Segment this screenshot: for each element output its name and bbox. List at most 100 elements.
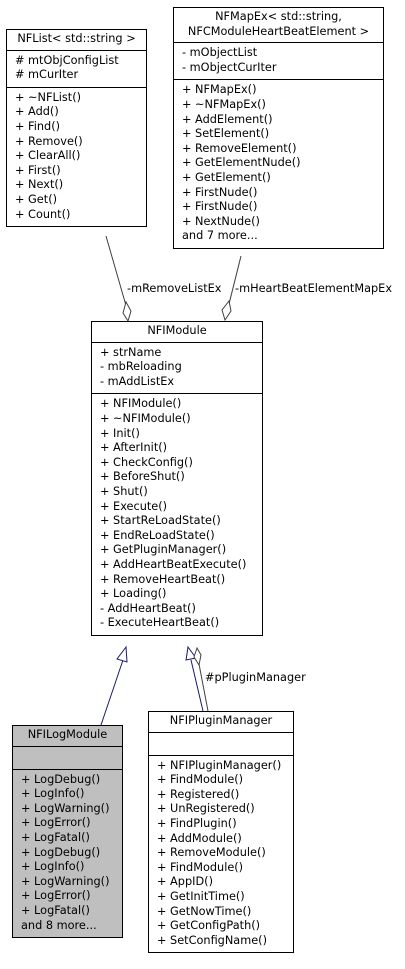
operation: + LogInfo() (21, 860, 85, 874)
composition-line-nflist (105, 235, 128, 310)
operation: + EndReLoadState() (100, 528, 215, 542)
generalization-arrow-pluginmanager (185, 645, 197, 661)
operation: + AddHeartBeatExecute() (100, 557, 247, 571)
operation: + Init() (100, 426, 140, 440)
operation: + NFIPluginManager() (157, 758, 282, 772)
operation: and 8 more... (21, 918, 97, 932)
composition-diamond-nflist (122, 300, 132, 323)
operation: + SetConfigName() (157, 933, 267, 947)
operation: + LogError() (21, 816, 91, 830)
operations-section: + NFIModule() + ~NFIModule() + Init() + … (92, 393, 262, 635)
operation: + GetPluginManager() (100, 543, 227, 557)
operation: + RemoveModule() (157, 846, 266, 860)
operation: + LogDebug() (21, 772, 101, 786)
operation: + CheckConfig() (100, 455, 193, 469)
class-nfilogmodule[interactable]: NFILogModule + LogDebug() + LogInfo() + … (12, 725, 123, 939)
operation: + LogWarning() (21, 874, 110, 888)
operation: + NFMapEx() (182, 83, 257, 97)
operation: + FirstNude() (182, 200, 258, 214)
generalization-arrow-logmodule (116, 645, 128, 663)
operation: + ClearAll() (15, 149, 81, 163)
composition-line-pluginmanager (198, 663, 209, 712)
class-nfipluginmanager[interactable]: NFIPluginManager + NFIPluginManager() + … (148, 711, 294, 954)
operation: + NFIModule() (100, 397, 182, 411)
operation: + LogDebug() (21, 845, 101, 859)
operations-section: + NFMapEx() + ~NFMapEx() + AddElement() … (174, 79, 383, 248)
operation: + Find() (15, 119, 61, 133)
operation: + FirstNude() (182, 185, 258, 199)
operation: + AppID() (157, 875, 213, 889)
operation: + RemoveHeartBeat() (100, 572, 226, 586)
operation: + LogFatal() (21, 903, 90, 917)
operation: + StartReLoadState() (100, 514, 221, 528)
operation: + AddModule() (157, 831, 242, 845)
operation: + Loading() (100, 587, 167, 601)
operation: + NextNude() (182, 214, 260, 228)
operation: + ~NFMapEx() (182, 97, 266, 111)
class-nfmapex[interactable]: NFMapEx< std::string, NFCModuleHeartBeat… (173, 7, 384, 249)
operation: + FindModule() (157, 773, 244, 787)
operation: + RemoveElement() (182, 141, 297, 155)
operation: + LogError() (21, 889, 91, 903)
edge-label-heartbeat-map: -mHeartBeatElementMapEx (235, 282, 393, 295)
attributes-section: # mtObjConfigList # mCurIter (7, 51, 146, 87)
operation: + GetNowTime() (157, 904, 252, 918)
attribute: + strName (100, 345, 162, 359)
composition-line-nfmapex (227, 255, 242, 309)
operation: + FindModule() (157, 860, 244, 874)
operation: + Remove() (15, 134, 83, 148)
operation: + AddElement() (182, 112, 273, 126)
composition-diamond-nfmapex (221, 299, 232, 322)
operation: + Count() (15, 207, 71, 221)
operation: + BeforeShut() (100, 470, 185, 484)
operation: + GetElementNude() (182, 156, 301, 170)
class-title: NFIPluginManager (149, 712, 293, 733)
attributes-section: - mObjectList - mObjectCurIter (174, 43, 383, 79)
operation: + GetInitTime() (157, 889, 245, 903)
operation: - ExecuteHeartBeat() (100, 616, 220, 630)
operation: + GetConfigPath() (157, 919, 261, 933)
operation: + LogInfo() (21, 787, 85, 801)
operation: + First() (15, 163, 61, 177)
operation: + FindPlugin() (157, 816, 237, 830)
class-title: NFIModule (92, 322, 262, 343)
edge-label-remove-list: -mRemoveListEx (127, 282, 222, 295)
class-title: NFList< std::string > (7, 30, 146, 51)
operations-section: + LogDebug() + LogInfo() + LogWarning() … (13, 768, 122, 938)
operation: + Shut() (100, 484, 148, 498)
attributes-section: + strName - mbReloading - mAddListEx (92, 343, 262, 394)
class-nflist[interactable]: NFList< std::string > # mtObjConfigList … (6, 29, 147, 228)
operation: + LogFatal() (21, 830, 90, 844)
operation: + Get() (15, 192, 58, 206)
operation: + AfterInit() (100, 441, 168, 455)
attribute: - mAddListEx (100, 374, 175, 388)
operation: + GetElement() (182, 170, 271, 184)
operation: + Add() (15, 105, 59, 119)
operation: + UnRegistered() (157, 802, 255, 816)
attribute: - mObjectList (182, 46, 258, 60)
attribute: # mtObjConfigList (15, 53, 119, 67)
class-title: NFMapEx< std::string, NFCModuleHeartBeat… (174, 8, 383, 44)
operation: - AddHeartBeat() (100, 601, 196, 615)
generalization-line-logmodule (100, 659, 124, 726)
operations-section: + NFIPluginManager() + FindModule() + Re… (149, 754, 293, 953)
generalization-line-pluginmanager (190, 659, 204, 712)
operations-section: + ~NFList() + Add() + Find() + Remove() … (7, 86, 146, 226)
edge-label-plugin-manager: #pPluginManager (205, 671, 306, 684)
operation: + Next() (15, 178, 64, 192)
attributes-section (13, 747, 122, 769)
class-title: NFILogModule (13, 726, 122, 747)
attribute: - mObjectCurIter (182, 60, 277, 74)
operation: + SetElement() (182, 127, 270, 141)
class-nfimodule[interactable]: NFIModule + strName - mbReloading - mAdd… (91, 321, 263, 636)
composition-diamond-pluginmanager (193, 646, 202, 667)
operation: and 7 more... (182, 229, 258, 243)
operation: + LogWarning() (21, 801, 110, 815)
attribute: # mCurIter (15, 68, 79, 82)
operation: + Execute() (100, 499, 168, 513)
operation: + Registered() (157, 787, 240, 801)
operation: + ~NFIModule() (100, 411, 191, 425)
attribute: - mbReloading (100, 360, 182, 374)
operation: + ~NFList() (15, 90, 82, 104)
